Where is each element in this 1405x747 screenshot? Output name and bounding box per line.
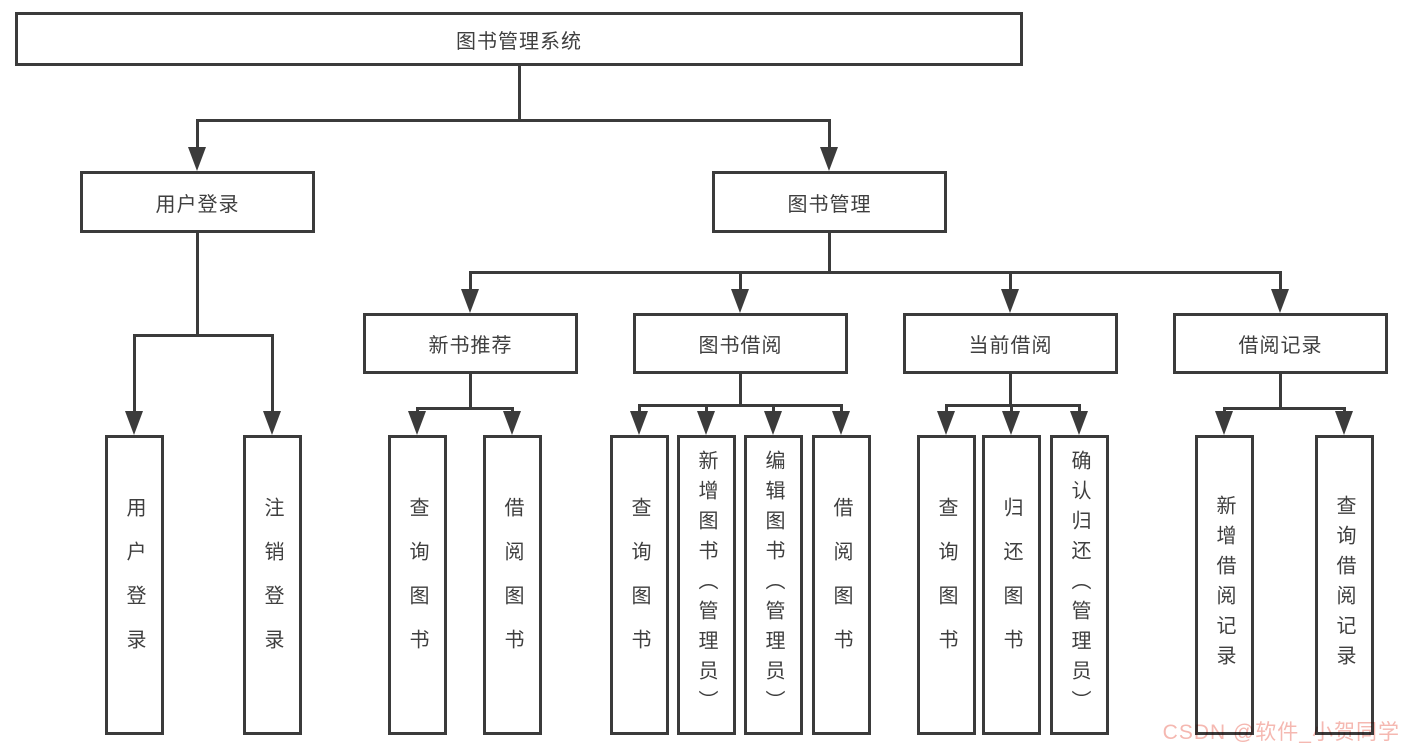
leaf-add-borrow-record: 新增借阅记录 [1195,435,1254,735]
leaf-return-book: 归还图书 [982,435,1041,735]
node-new-book-recommend-label: 新书推荐 [428,335,513,357]
arrow-down-icon [697,411,715,435]
node-current-borrow: 当前借阅 [903,313,1118,374]
node-user-login-label: 用户登录 [155,193,240,216]
watermark: CSDN @软件_小贺同学 [1162,721,1400,744]
connector-line [469,271,472,292]
connector-line [1279,374,1282,410]
connector-line [945,404,1081,407]
node-new-book-recommend: 新书推荐 [363,313,578,374]
arrow-down-icon [263,411,281,435]
leaf-query-books-current: 查询图书 [917,435,976,735]
connector-line [416,407,514,410]
arrow-down-icon [937,411,955,435]
connector-line [772,404,775,414]
leaf-add-book-admin: 新增图书（管理员） [677,435,736,735]
leaf-borrow-books-borrow: 借阅图书 [812,435,871,735]
connector-line [638,404,641,414]
connector-line [469,271,1282,274]
arrow-down-icon [832,411,850,435]
connector-line [828,233,831,274]
arrow-down-icon [1215,411,1233,435]
arrow-down-icon [1001,289,1019,313]
arrow-down-icon [731,289,749,313]
connector-line [196,119,831,122]
leaf-borrow-books-newbook: 借阅图书 [483,435,542,735]
connector-line [945,404,948,414]
connector-line [469,374,472,410]
arrow-down-icon [630,411,648,435]
connector-line [638,404,843,407]
connector-line [196,119,199,152]
connector-line [1010,404,1013,414]
connector-line [518,66,521,122]
arrow-down-icon [188,147,206,171]
leaf-query-borrow-record: 查询借阅记录 [1315,435,1374,735]
connector-line [133,334,136,414]
connector-line [828,119,831,152]
arrow-down-icon [764,411,782,435]
connector-line [840,404,843,414]
connector-line [271,334,274,414]
arrow-down-icon [503,411,521,435]
leaf-query-books-borrow: 查询图书 [610,435,669,735]
connector-line [1078,404,1081,414]
node-root: 图书管理系统 [15,12,1023,66]
arrow-down-icon [461,289,479,313]
connector-line [739,271,742,292]
connector-line [705,404,708,414]
arrow-down-icon [820,147,838,171]
connector-line [133,334,274,337]
node-current-borrow-label: 当前借阅 [968,335,1053,357]
arrow-down-icon [1271,289,1289,313]
node-book-borrow-label: 图书借阅 [698,335,783,357]
connector-line [1223,407,1346,410]
leaf-confirm-return-admin: 确认归还（管理员） [1050,435,1109,735]
arrow-down-icon [1070,411,1088,435]
leaf-user-login: 用户登录 [105,435,164,735]
node-user-login: 用户登录 [80,171,315,233]
node-borrow-records: 借阅记录 [1173,313,1388,374]
arrow-down-icon [125,411,143,435]
leaf-query-books-newbook: 查询图书 [388,435,447,735]
node-book-borrow: 图书借阅 [633,313,848,374]
connector-line [1009,374,1012,407]
arrow-down-icon [1002,411,1020,435]
node-book-management: 图书管理 [712,171,947,233]
leaf-logout: 注销登录 [243,435,302,735]
arrow-down-icon [408,411,426,435]
connector-line [1009,271,1012,292]
node-book-management-label: 图书管理 [787,193,872,216]
connector-line [196,233,199,337]
node-root-label: 图书管理系统 [456,30,582,53]
connector-line [1279,271,1282,292]
arrow-down-icon [1335,411,1353,435]
node-borrow-records-label: 借阅记录 [1238,335,1323,357]
connector-line [739,374,742,407]
leaf-edit-book-admin: 编辑图书（管理员） [744,435,803,735]
